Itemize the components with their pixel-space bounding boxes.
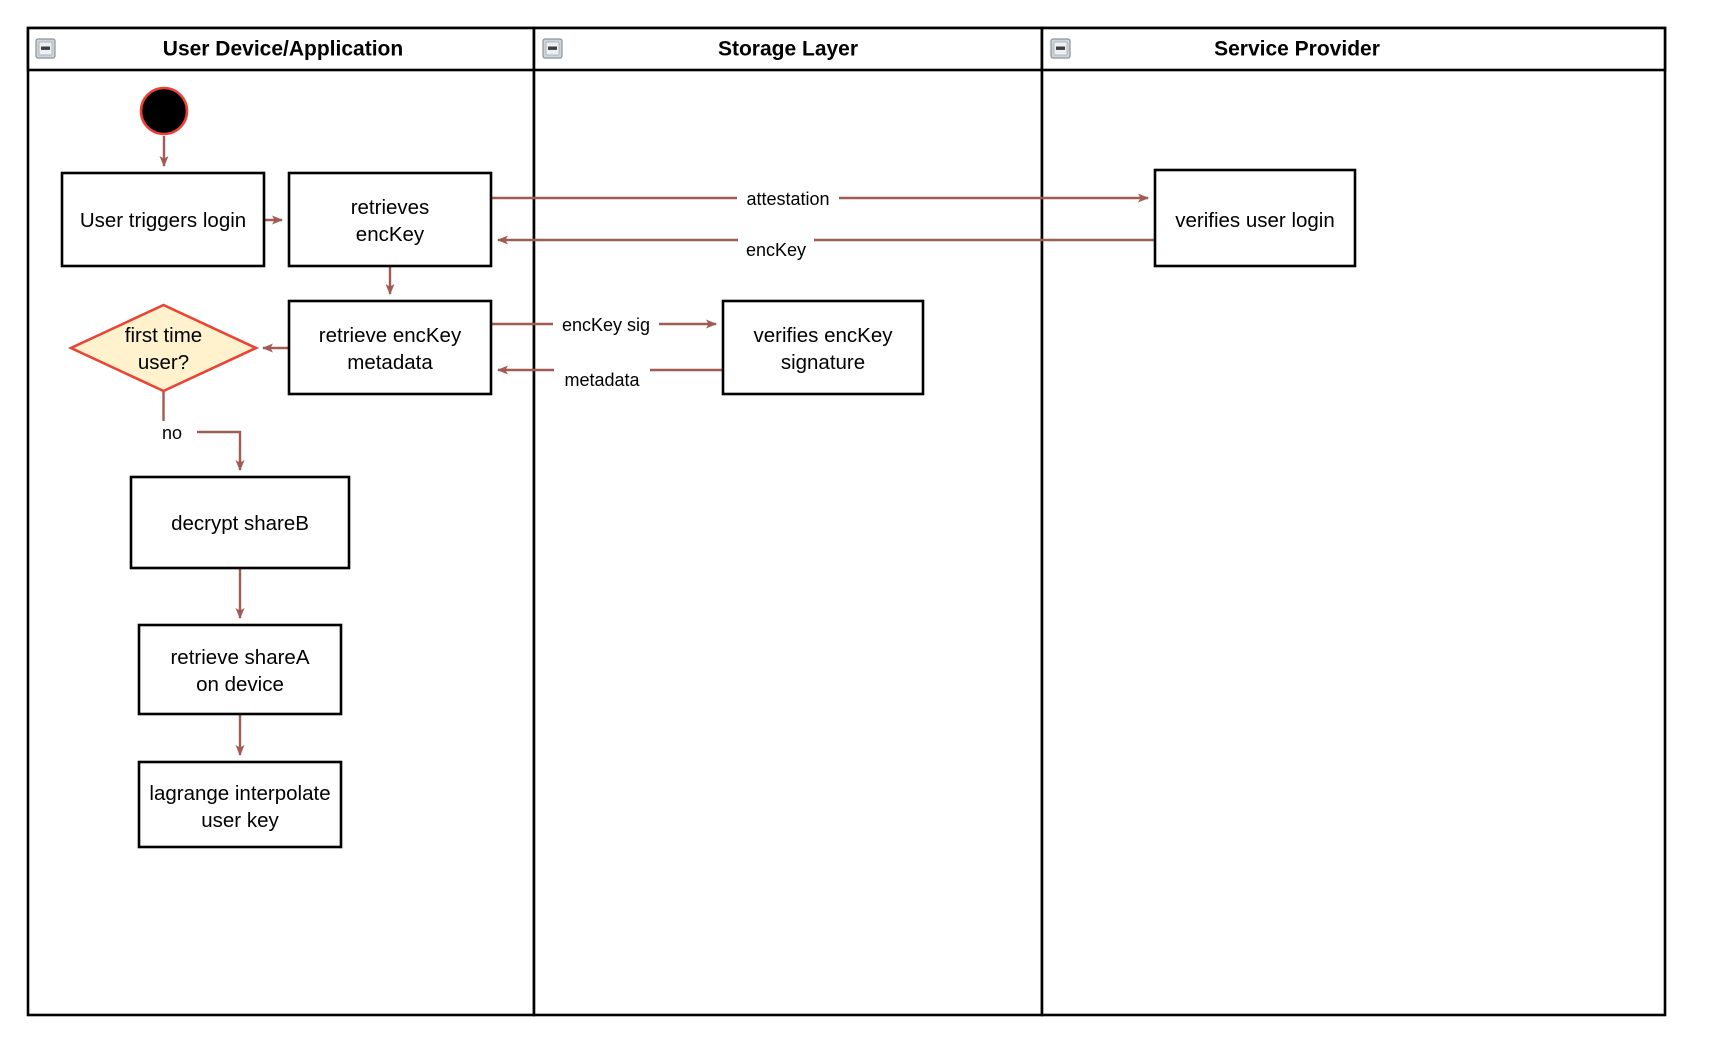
minus-box-icon[interactable] — [542, 38, 563, 59]
node-retrieve-enckey-metadata-label-line2: metadata — [347, 351, 433, 374]
start-node-circle — [139, 86, 189, 136]
node-decrypt-shareb-label: decrypt shareB — [171, 512, 309, 535]
node-verifies-enckey-signature-label-line2: signature — [781, 351, 865, 374]
node-retrieves-enckey[interactable]: retrieves encKey — [287, 171, 493, 268]
node-lagrange-label-line2: user key — [201, 809, 279, 832]
node-retrieve-sharea-label-line2: on device — [196, 673, 284, 696]
edge-label-enckey-sig: encKey sig — [562, 315, 650, 335]
lane-user-device-header — [26, 26, 536, 72]
node-user-triggers-login-label: User triggers login — [80, 209, 246, 232]
node-lagrange-interpolate-user-key[interactable]: lagrange interpolate user key — [137, 760, 343, 849]
node-retrieve-enckey-metadata-label-line1: retrieve encKey — [319, 324, 462, 347]
minus-box-icon[interactable] — [35, 38, 56, 59]
node-decrypt-shareb[interactable]: decrypt shareB — [129, 475, 351, 570]
lane-service-provider-header — [1040, 26, 1667, 72]
node-verifies-enckey-signature-label-line1: verifies encKey — [753, 324, 893, 347]
edge-enckey-sig: encKey sig — [491, 313, 717, 336]
node-retrieves-enckey-label-line1: retrieves — [351, 196, 430, 219]
edge-label-no: no — [162, 423, 182, 443]
node-retrieve-sharea-on-device[interactable]: retrieve shareA on device — [137, 623, 343, 716]
node-first-time-user-decision[interactable]: first time user? — [67, 303, 260, 393]
edge-enckey-return: encKey — [497, 235, 1155, 262]
node-retrieve-sharea-label-line1: retrieve shareA — [170, 646, 309, 669]
edge-label-metadata: metadata — [564, 370, 640, 390]
node-lagrange-label-line1: lagrange interpolate — [149, 782, 330, 805]
lane-user-device-title: User Device/Application — [163, 38, 403, 61]
lane-storage-body — [532, 26, 1044, 1017]
lane-service-provider-title: Service Provider — [1214, 38, 1380, 61]
edge-label-enckey: encKey — [746, 240, 806, 260]
node-verifies-user-login[interactable]: verifies user login — [1153, 168, 1357, 268]
node-user-triggers-login[interactable]: User triggers login — [60, 171, 266, 268]
lane-storage[interactable]: Storage Layer — [532, 26, 1044, 1017]
edge-decision-to-decrypt: no — [151, 391, 245, 471]
edge-label-attestation: attestation — [746, 189, 829, 209]
edge-metadata-return: metadata — [497, 365, 723, 392]
node-verifies-enckey-signature[interactable]: verifies encKey signature — [721, 299, 925, 396]
lane-storage-title: Storage Layer — [718, 38, 858, 61]
node-first-time-user-label-line2: user? — [138, 351, 189, 374]
node-retrieves-enckey-label-line2: encKey — [356, 223, 425, 246]
start-node[interactable] — [139, 86, 189, 136]
node-first-time-user-label-line1: first time — [125, 324, 202, 347]
node-retrieve-enckey-metadata[interactable]: retrieve encKey metadata — [287, 299, 493, 396]
node-verifies-user-login-label: verifies user login — [1175, 209, 1335, 232]
minus-box-icon[interactable] — [1050, 38, 1071, 59]
edge-attestation: attestation — [491, 187, 1149, 210]
